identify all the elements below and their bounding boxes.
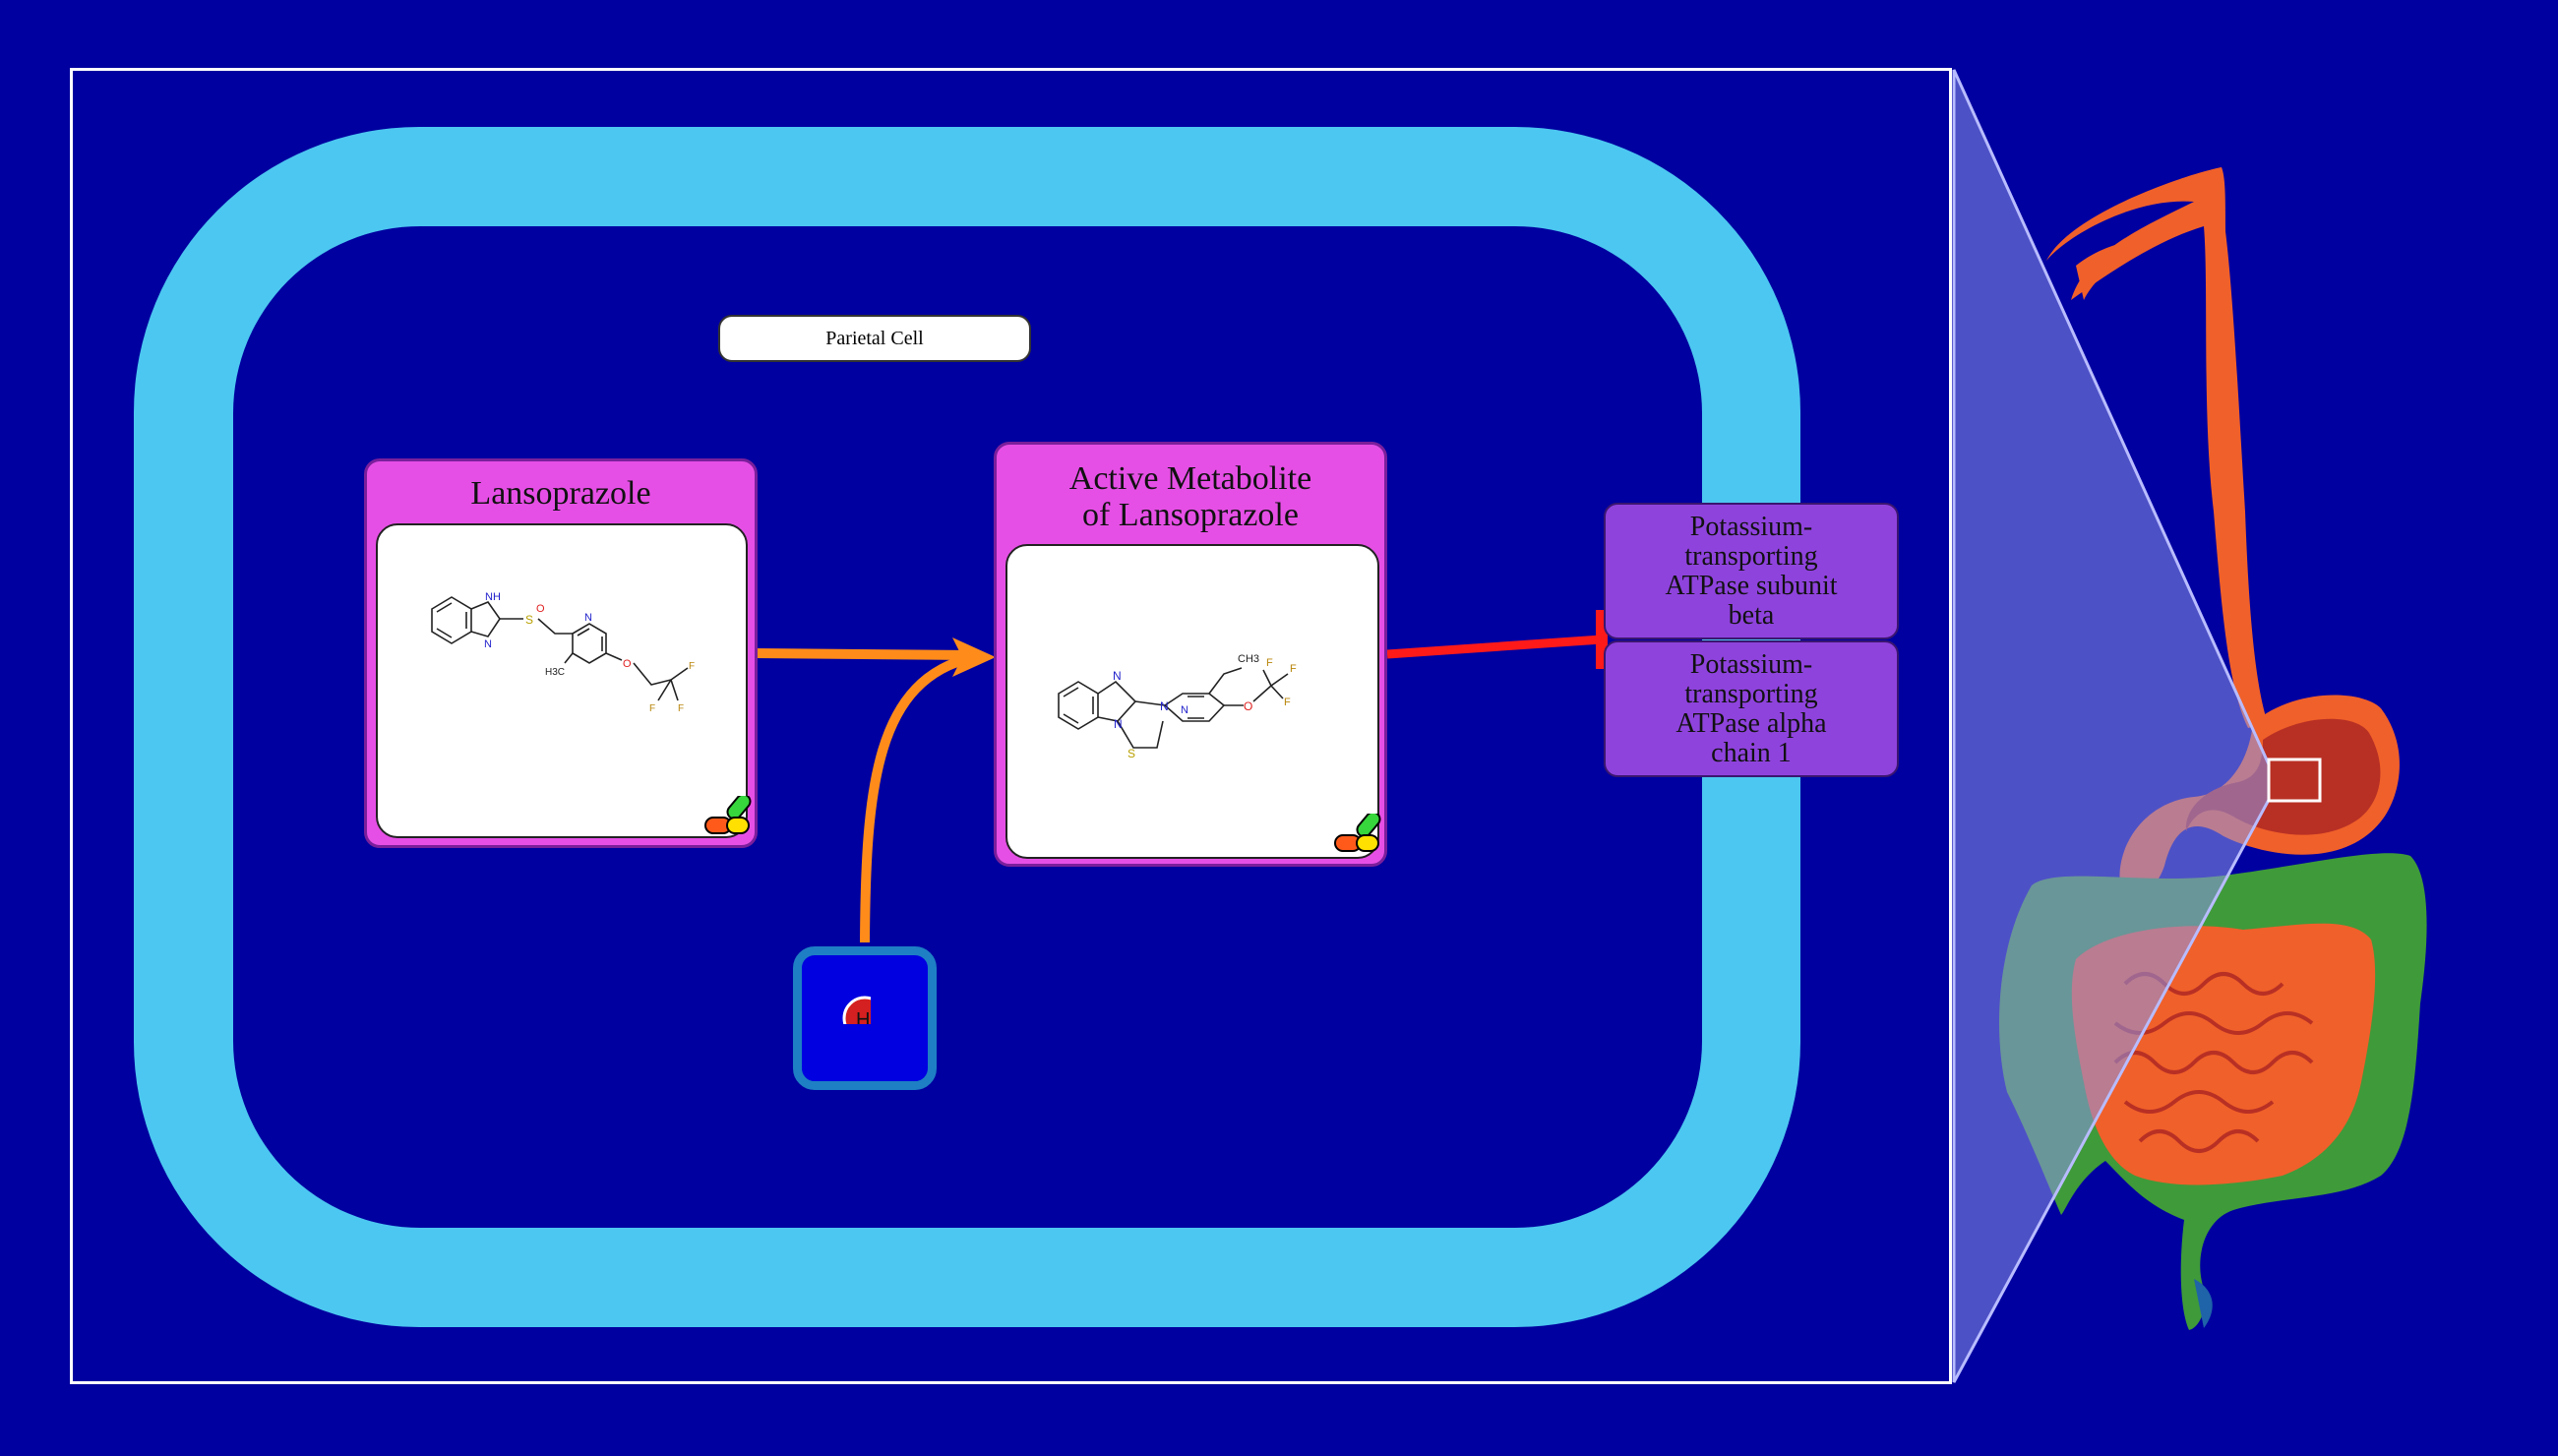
proton-icon: H +: [842, 996, 871, 1024]
atom-label: H3C: [545, 667, 565, 678]
protein-label-line: Potassium-: [1689, 511, 1813, 542]
protein-label-line: chain 1: [1711, 737, 1792, 768]
atom-label: N: [484, 638, 492, 650]
atom-label: CH3: [1238, 653, 1259, 665]
protein-atpase-alpha[interactable]: Potassium- transporting ATPase alpha cha…: [1604, 640, 1899, 777]
atom-label: N: [584, 612, 592, 624]
conversion-arrow: [755, 648, 975, 660]
proton-node[interactable]: H +: [793, 946, 937, 1090]
zoom-frame: [70, 68, 1952, 1384]
drug-title: Lansoprazole: [470, 475, 651, 512]
atom-label: F: [649, 703, 655, 714]
structure-image: NH N S O N H3C O F F F: [376, 523, 748, 838]
protein-label-line: beta: [1728, 599, 1775, 631]
inhibition-line: [1386, 635, 1603, 659]
atom-label: N: [1114, 717, 1123, 731]
drug-active-metabolite[interactable]: Active Metabolite of Lansoprazole N N: [994, 442, 1387, 867]
atom-label: NH: [485, 591, 501, 603]
protein-label-line: transporting: [1684, 540, 1818, 572]
drug-pill-icon: [1334, 814, 1381, 852]
lansoprazole-structure: NH N S O N H3C O F F F: [431, 591, 695, 714]
ion-symbol: H: [856, 1009, 870, 1024]
drug-title-line1: Active Metabolite: [1068, 460, 1312, 497]
drug-lansoprazole[interactable]: Lansoprazole NH N S O: [364, 458, 758, 848]
conversion-arrowhead: [952, 637, 996, 677]
protein-label-line: transporting: [1684, 678, 1818, 709]
proton-arrow: [860, 652, 976, 943]
cell-label: Parietal Cell: [718, 315, 1031, 362]
zoom-target-marker: [2267, 758, 2322, 803]
atom-label: S: [1127, 747, 1135, 760]
atom-label: S: [525, 613, 533, 627]
drug-title-line2: of Lansoprazole: [1082, 497, 1299, 533]
atom-label: O: [1244, 699, 1252, 713]
atom-label: F: [689, 661, 695, 672]
protein-label-line: ATPase alpha: [1675, 707, 1827, 739]
drug-pill-icon: [704, 796, 752, 834]
structure-image: N N N S N CH3 O F F F: [1005, 544, 1379, 859]
atom-label: N: [1113, 669, 1122, 683]
atom-label: F: [1266, 657, 1273, 669]
atom-label: O: [623, 658, 632, 670]
atom-label: F: [1284, 697, 1291, 708]
atom-label: N: [1160, 699, 1169, 713]
esophagus: [2046, 167, 2268, 728]
protein-label-line: ATPase subunit: [1665, 570, 1838, 601]
protein-atpase-beta[interactable]: Potassium- transporting ATPase subunit b…: [1604, 503, 1899, 639]
atom-label: O: [536, 603, 545, 615]
atom-label: F: [1290, 663, 1297, 675]
protein-label-line: Potassium-: [1689, 648, 1813, 680]
atom-label: N: [1181, 704, 1188, 716]
atom-label: F: [678, 703, 684, 714]
metabolite-structure: N N N S N CH3 O F F F: [1058, 653, 1297, 760]
